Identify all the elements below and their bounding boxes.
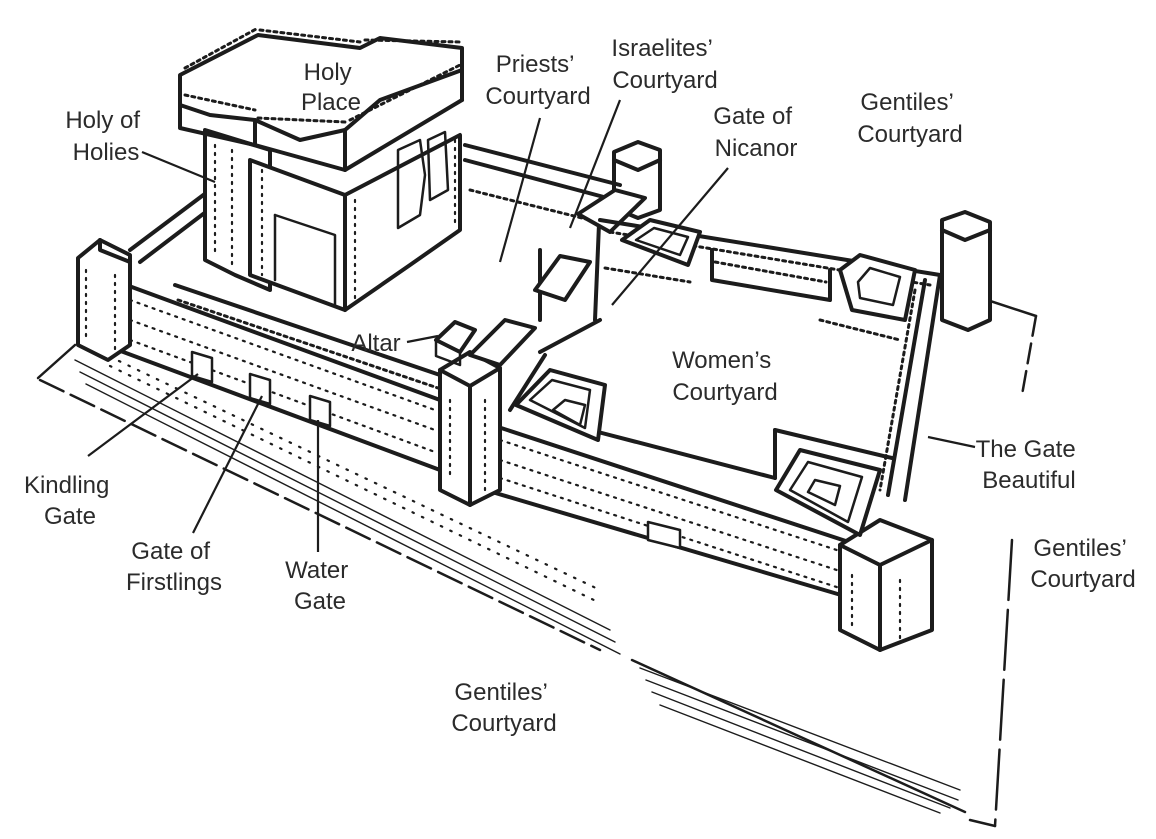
leader-lines xyxy=(87,99,976,552)
water-gate-opening xyxy=(308,394,332,428)
firstlings-gate-leader xyxy=(192,395,263,534)
back-right-chamber xyxy=(838,253,917,322)
label-gate-beautiful: The Gate Beautiful xyxy=(976,436,1083,494)
lower-wall-gate xyxy=(646,520,682,550)
altar xyxy=(434,320,477,367)
label-holy-of-holies: Holy of Holies xyxy=(65,107,146,166)
firstlings-gate-opening xyxy=(248,372,272,406)
label-gentiles-courtyard-top: Gentiles’ Courtyard xyxy=(857,89,962,148)
altar-leader xyxy=(406,334,439,344)
labels: Holy Place Holy of Holies Priests’ Court… xyxy=(24,35,1136,737)
priests-courtyard-leader xyxy=(498,117,542,263)
label-gentiles-courtyard-bottom: Gentiles’ Courtyard xyxy=(451,679,556,737)
label-gate-of-nicanor: Gate of Nicanor xyxy=(713,103,798,162)
label-gate-of-firstlings: Gate of Firstlings xyxy=(126,538,222,596)
label-israelites-courtyard: Israelites’ Courtyard xyxy=(611,35,718,94)
kindling-gate-leader xyxy=(87,373,199,457)
womens-court xyxy=(508,218,942,537)
label-holy-place: Holy Place xyxy=(301,59,361,116)
israelites-steps xyxy=(533,254,592,302)
holy-of-holies-leader xyxy=(141,150,216,184)
label-womens-courtyard: Women’s Courtyard xyxy=(672,347,778,406)
label-water-gate: Water Gate xyxy=(285,557,355,615)
inner-court-walls xyxy=(128,143,647,390)
corner-towers xyxy=(76,140,992,652)
gate-beautiful-leader xyxy=(927,435,976,449)
label-kindling-gate: Kindling Gate xyxy=(24,472,116,530)
label-gentiles-courtyard-right: Gentiles’ Courtyard xyxy=(1030,535,1135,593)
label-altar: Altar xyxy=(351,330,400,357)
label-priests-courtyard: Priests’ Courtyard xyxy=(485,51,590,110)
temple-building xyxy=(178,26,464,312)
pavement-hatching xyxy=(74,350,961,814)
gate-of-nicanor-leader xyxy=(611,167,729,306)
israelites-courtyard-leader xyxy=(568,99,622,229)
